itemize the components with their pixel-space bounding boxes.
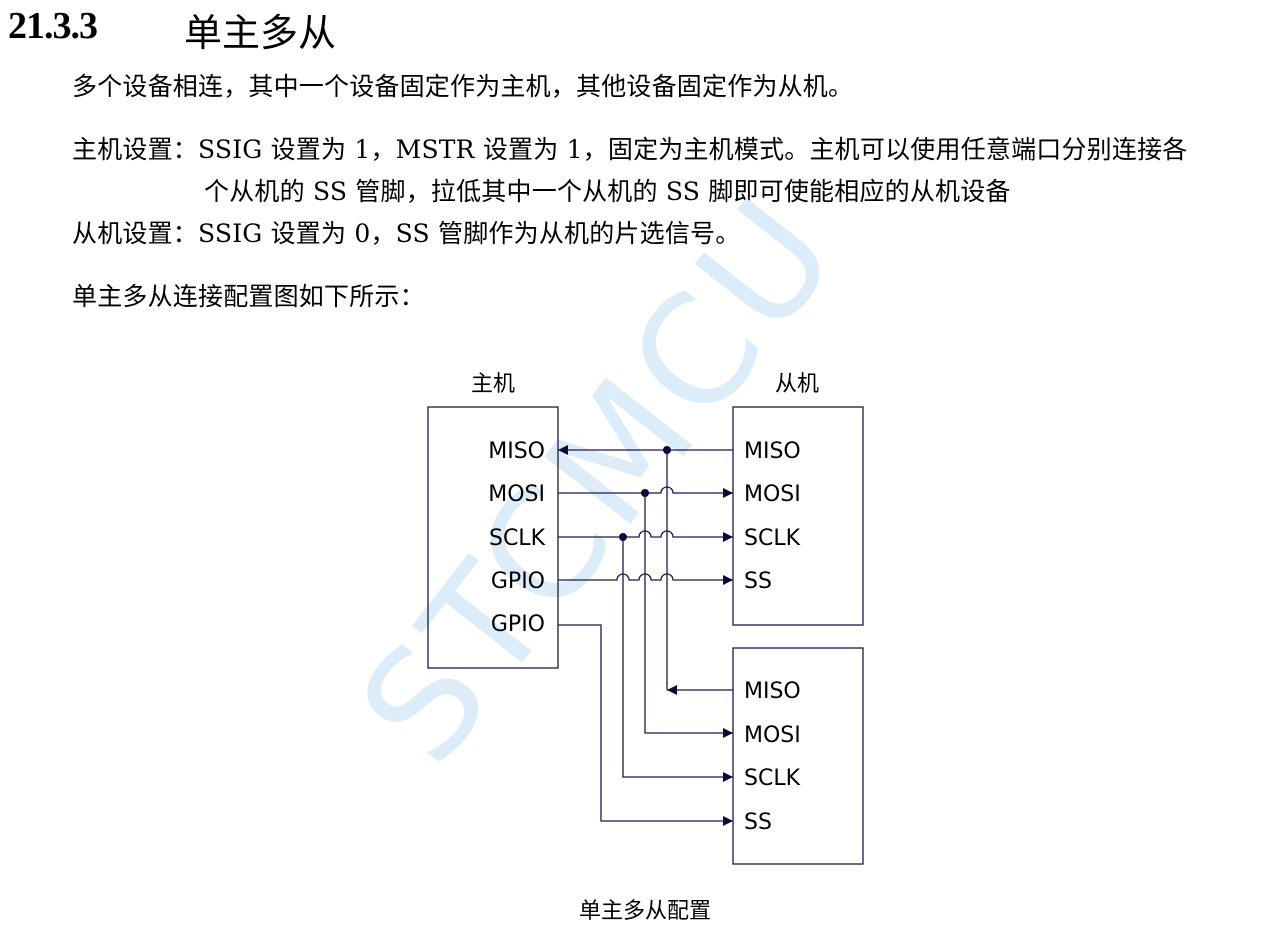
master-setting-line-1: 主机设置：SSIG 设置为 1，MSTR 设置为 1，固定为主机模式。主机可以使…	[72, 135, 1188, 164]
master-setting-line-2: 个从机的 SS 管脚，拉低其中一个从机的 SS 脚即可使能相应的从机设备	[204, 177, 1011, 206]
slave-1-box	[732, 406, 864, 626]
intro-paragraph: 多个设备相连，其中一个设备固定作为主机，其他设备固定作为从机。	[72, 72, 854, 101]
slave-1-pin-miso: MISO	[744, 439, 801, 464]
sclk-line-slave-2	[622, 537, 733, 782]
slave-2-pin-ss: SS	[744, 810, 772, 835]
slave-box-title: 从机	[775, 372, 819, 397]
master-pin-miso: MISO	[488, 439, 545, 464]
miso-junction-dot	[663, 446, 671, 454]
slave-setting-paragraph: 从机设置：SSIG 设置为 0，SS 管脚作为从机的片选信号。	[72, 219, 741, 248]
slave-1-pin-sclk: SCLK	[744, 526, 801, 551]
diagram-intro-paragraph: 单主多从连接配置图如下所示：	[72, 282, 425, 311]
slave-2-pin-sclk: SCLK	[744, 766, 801, 791]
section-title: 单主多从	[184, 11, 337, 55]
slave-2-pin-mosi: MOSI	[744, 723, 801, 748]
master-box-title: 主机	[471, 372, 515, 397]
diagram-caption: 单主多从配置	[578, 899, 711, 924]
sclk-junction-dot	[619, 533, 627, 541]
slave-2-box	[732, 647, 864, 865]
slave-1-pin-mosi: MOSI	[744, 482, 801, 507]
slave-2-pin-miso: MISO	[744, 679, 801, 704]
section-number: 21.3.3	[8, 5, 98, 47]
sclk-line-slave-1	[558, 530, 733, 542]
master-pin-gpio-1: GPIO	[491, 569, 545, 594]
mosi-line-slave-2	[644, 493, 733, 738]
gpio-ss-line-slave-2	[558, 624, 733, 826]
slave-1-pin-ss: SS	[744, 569, 772, 594]
mosi-junction-dot	[641, 489, 649, 497]
master-pin-mosi: MOSI	[488, 482, 545, 507]
master-pin-gpio-2: GPIO	[491, 612, 545, 637]
master-pin-sclk: SCLK	[489, 526, 546, 551]
